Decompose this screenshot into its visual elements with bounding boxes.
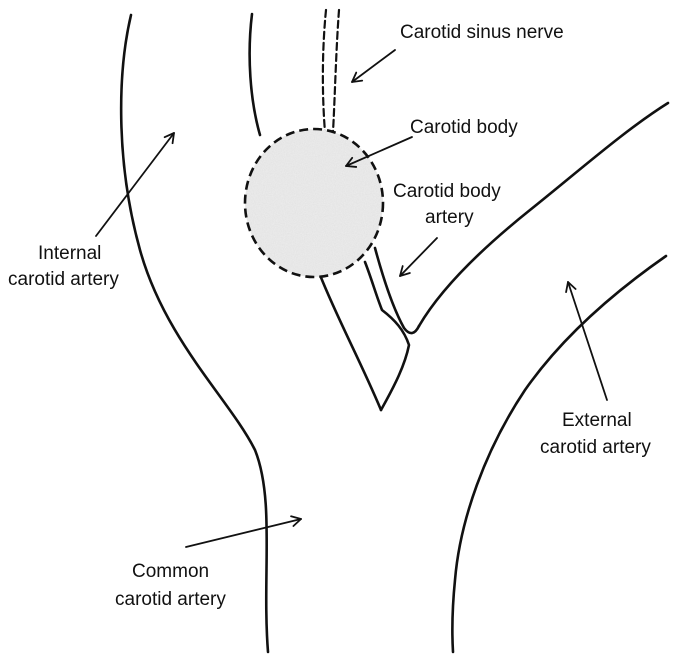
label-internal-carotid-line1: Internal	[38, 243, 101, 264]
arrow-external-carotid	[568, 282, 607, 400]
label-external-carotid-line2: carotid artery	[540, 437, 651, 458]
label-common-carotid-line2: carotid artery	[115, 589, 226, 610]
carotid-body-artery	[375, 248, 419, 333]
arrow-internal-carotid	[96, 133, 174, 236]
carotid-sinus-nerve-line-right	[333, 10, 339, 132]
carotid-sinus-nerve-line-left	[323, 10, 326, 132]
arrow-common-carotid	[186, 519, 301, 547]
internal-carotid-left-wall	[121, 15, 268, 652]
label-carotid-body: Carotid body	[410, 117, 518, 138]
label-internal-carotid-line2: carotid artery	[8, 269, 119, 290]
arrow-carotid-sinus-nerve	[352, 50, 395, 82]
label-carotid-sinus-nerve: Carotid sinus nerve	[400, 22, 564, 43]
label-external-carotid-line1: External	[562, 410, 632, 431]
label-carotid-body-artery-line1: Carotid body	[393, 181, 501, 202]
label-carotid-body-artery-line2: artery	[425, 207, 474, 228]
arrow-carotid-body-artery	[400, 238, 437, 276]
internal-carotid-lower-wall	[320, 275, 381, 410]
internal-carotid-right-wall	[250, 14, 260, 135]
label-common-carotid-line1: Common	[132, 561, 209, 582]
